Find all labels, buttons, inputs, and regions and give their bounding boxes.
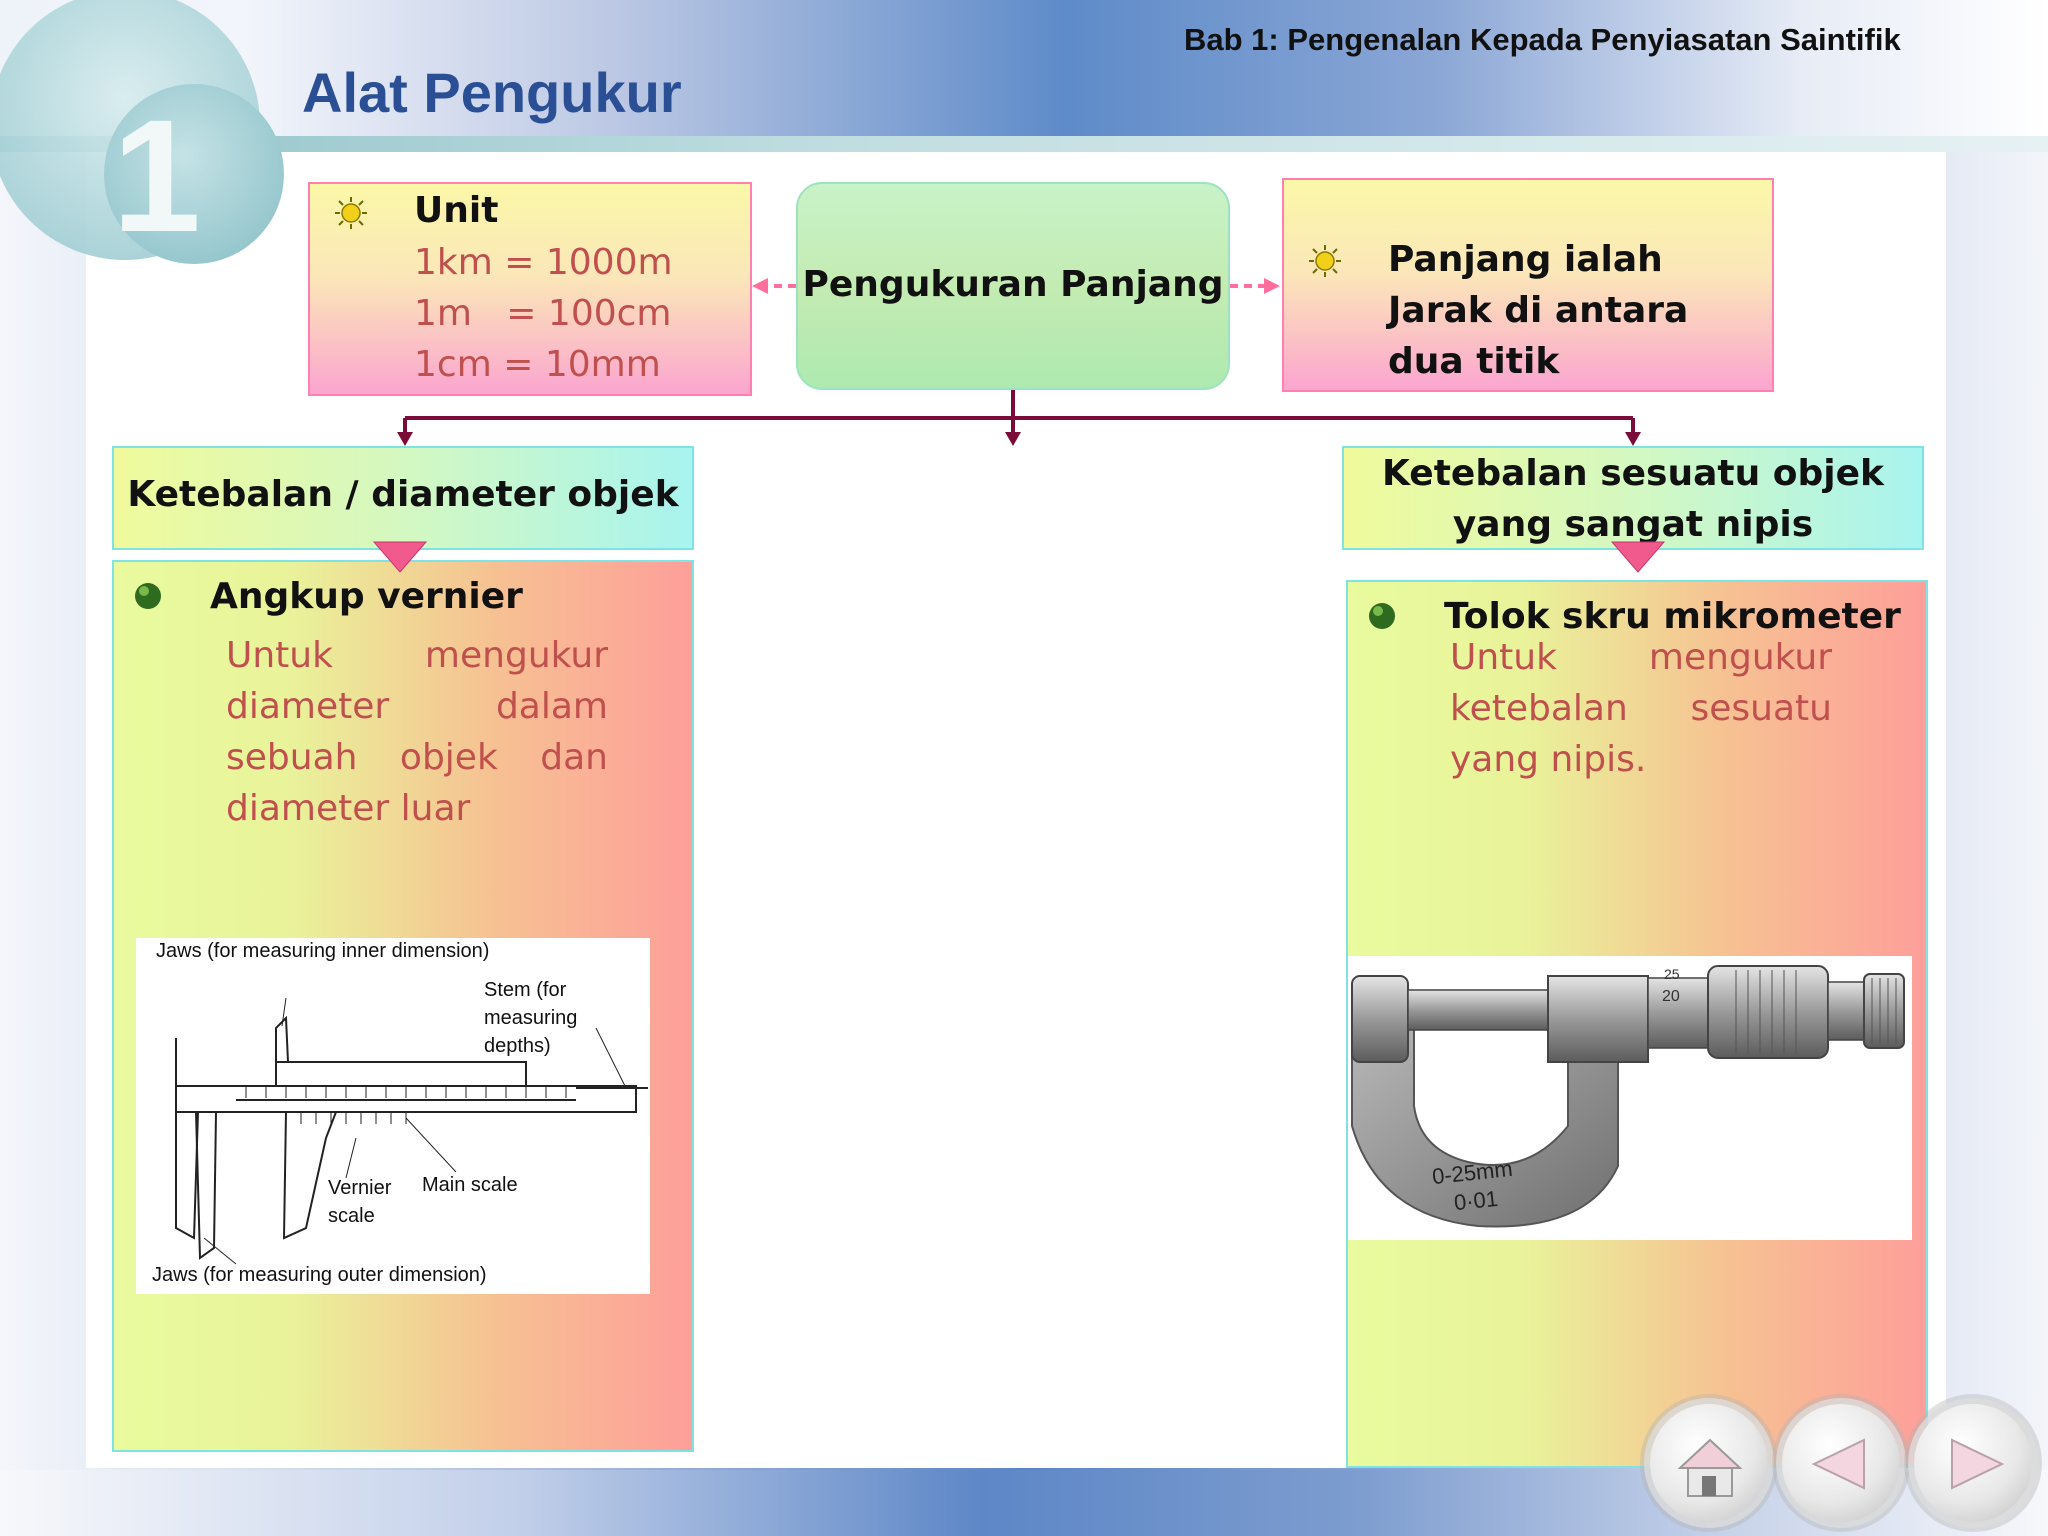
center-box-label: Pengukuran Panjang — [796, 264, 1230, 305]
dashed-arrowhead-right — [1264, 278, 1280, 294]
micrometer-scale-25: 25 — [1664, 966, 1680, 982]
next-button[interactable] — [1914, 1404, 2032, 1522]
previous-button[interactable] — [1782, 1404, 1900, 1522]
label-jaws-inner: Jaws (for measuring inner dimension) — [156, 940, 489, 963]
micrometer-image: 25 20 0-25mm 0·01 — [1348, 956, 1912, 1240]
sun-bullet-icon — [1308, 244, 1342, 278]
vernier-caliper-title: Angkup vernier — [210, 576, 523, 617]
vernier-caliper-image: Jaws (for measuring inner dimension) Ste… — [136, 938, 650, 1294]
pointer-triangle-right — [1610, 540, 1666, 574]
unit-line-cm: 1cm = 10mm — [414, 344, 661, 385]
micrometer-title: Tolok skru mikrometer — [1444, 596, 1901, 637]
micrometer-description: Untuk mengukur ketebalan sesuatu yang ni… — [1450, 632, 1832, 785]
branch-left-arrowhead — [397, 432, 413, 446]
label-jaws-outer: Jaws (for measuring outer dimension) — [152, 1264, 487, 1287]
micrometer-scale-20: 20 — [1662, 988, 1680, 1006]
next-arrow-icon — [1914, 1404, 2032, 1522]
unit-label: Unit — [414, 190, 498, 231]
label-stem: Stem (for measuring depths) — [484, 976, 644, 1060]
home-button[interactable] — [1650, 1404, 1768, 1522]
sun-bullet-icon — [334, 196, 368, 230]
left-branch-heading: Ketebalan / diameter objek — [112, 474, 694, 515]
trunk-arrowhead — [1005, 432, 1021, 446]
branch-right-arrowhead — [1625, 432, 1641, 446]
micrometer-resolution: 0·01 — [1453, 1186, 1500, 1216]
label-main-scale: Main scale — [422, 1174, 518, 1197]
pointer-triangle-left — [372, 540, 428, 574]
green-ball-bullet-icon — [132, 580, 164, 612]
previous-arrow-icon — [1782, 1404, 1900, 1522]
home-icon — [1650, 1404, 1768, 1522]
label-vernier-scale: Vernier scale — [328, 1174, 398, 1230]
definition-text: Panjang ialah Jarak di antara dua titik — [1388, 234, 1758, 387]
green-ball-bullet-icon — [1366, 600, 1398, 632]
right-branch-heading: Ketebalan sesuatu objek yang sangat nipi… — [1342, 448, 1924, 550]
vernier-caliper-description: Untuk mengukur diameter dalam sebuah obj… — [226, 630, 608, 834]
unit-line-m: 1m = 100cm — [414, 293, 671, 334]
dashed-arrowhead-left — [752, 278, 768, 294]
unit-line-km: 1km = 1000m — [414, 242, 673, 283]
